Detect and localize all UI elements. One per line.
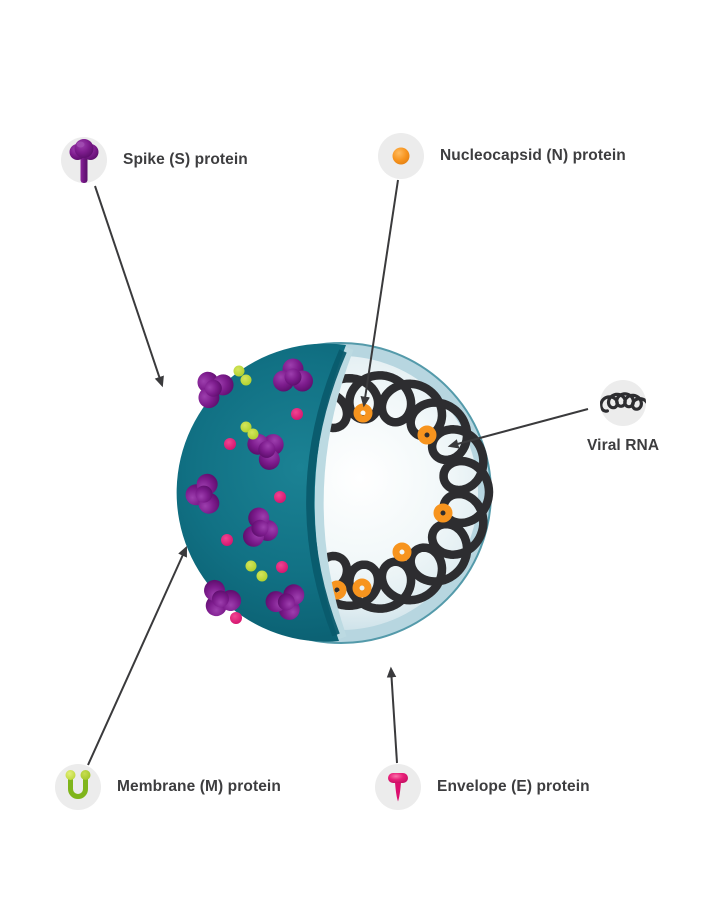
nucleocapsid-glyph	[392, 147, 410, 165]
surface-membrane-dot	[240, 421, 252, 433]
viral-rna-label: Viral RNA	[587, 437, 660, 454]
label-nucleocapsid-protein: Nucleocapsid (N) protein	[378, 133, 626, 179]
membrane-leader-line	[87, 545, 187, 766]
viral-rna-glyph	[600, 392, 647, 413]
surface-membrane-dot	[256, 570, 268, 582]
membrane-protein-glyph	[65, 770, 91, 799]
envelope-protein-label: Envelope (E) protein	[437, 778, 590, 795]
surface-membrane-dot	[247, 428, 259, 440]
nucleocapsid-bead	[352, 578, 372, 598]
nucleocapsid-leader-line	[360, 179, 399, 408]
spike-protein-label: Spike (S) protein	[123, 151, 248, 168]
label-membrane-protein: Membrane (M) protein	[55, 764, 281, 810]
surface-envelope-dot	[291, 408, 303, 420]
nucleocapsid-icon	[378, 133, 424, 179]
membrane-surface	[176, 343, 346, 642]
surface-membrane-dot	[240, 374, 252, 386]
surface-envelope-dot	[274, 491, 286, 503]
label-envelope-protein: Envelope (E) protein	[375, 764, 590, 810]
nucleocapsid-bead	[392, 542, 412, 562]
envelope-protein-icon	[375, 764, 421, 810]
viral-rna-leader-line	[447, 408, 589, 449]
nucleocapsid-protein-label: Nucleocapsid (N) protein	[440, 147, 626, 164]
membrane-protein-label: Membrane (M) protein	[117, 778, 281, 795]
label-spike-protein: Spike (S) protein	[61, 137, 248, 183]
label-viral-rna: Viral RNA	[587, 380, 659, 455]
surface-envelope-dot	[221, 534, 233, 546]
nucleocapsid-bead	[417, 425, 437, 445]
spike-protein-glyph	[69, 139, 99, 183]
surface-envelope-dot	[230, 612, 242, 624]
spike-leader-line	[94, 185, 164, 388]
viral-rna-icon	[600, 380, 647, 426]
surface-envelope-dot	[224, 438, 236, 450]
envelope-leader-line	[386, 666, 398, 764]
surface-envelope-dot	[276, 561, 288, 573]
spike-protein-icon	[61, 137, 107, 183]
nucleocapsid-bead	[433, 503, 453, 523]
viral-rna-icon-coil	[600, 392, 647, 413]
membrane-protein-icon	[55, 764, 101, 810]
cut-edge	[306, 349, 347, 637]
surface-membrane-dot	[233, 365, 245, 377]
surface-membrane-dot	[245, 560, 257, 572]
envelope-protein-glyph	[388, 773, 408, 802]
